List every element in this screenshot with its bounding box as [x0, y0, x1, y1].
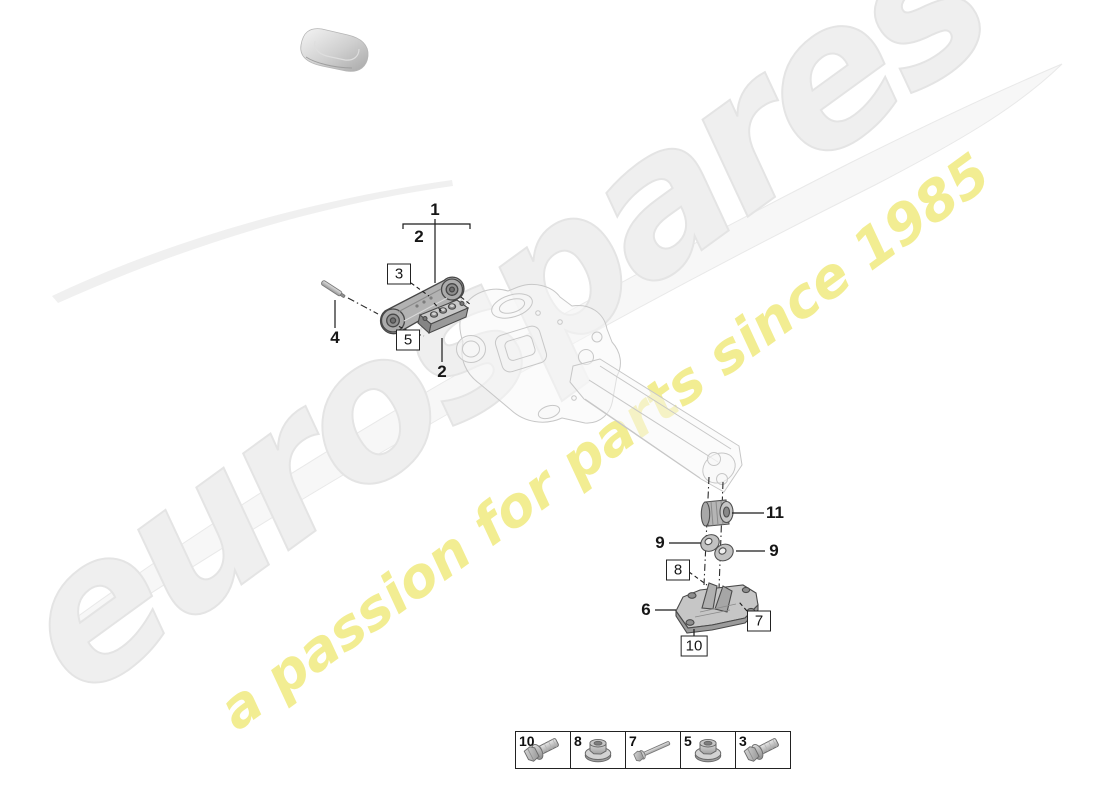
callout-10[interactable]: 10 [680, 635, 708, 657]
gearbox-crossmember [675, 582, 759, 634]
callout-5[interactable]: 5 [396, 329, 420, 351]
legend-item-10: 10 [516, 732, 571, 768]
legend-number: 3 [739, 733, 747, 749]
legend-item-7: 7 [626, 732, 681, 768]
legend-number: 5 [684, 733, 692, 749]
callout-7[interactable]: 7 [747, 610, 771, 632]
gearbox-ghost-drawing [442, 278, 743, 493]
stop-washers [700, 534, 734, 562]
legend-item-3: 3 [736, 732, 790, 768]
hydro-bushing [700, 499, 734, 527]
legend-number: 10 [519, 733, 535, 749]
callout-4[interactable]: 4 [330, 328, 340, 347]
legend-item-5: 5 [681, 732, 736, 768]
callout-2-upper[interactable]: 2 [414, 227, 424, 246]
callout-6[interactable]: 6 [641, 600, 651, 619]
callout-9-left[interactable]: 9 [655, 533, 665, 552]
gearbox-mount-link-arm [379, 276, 465, 335]
legend-number: 7 [629, 733, 637, 749]
callout-3[interactable]: 3 [387, 263, 411, 285]
dowel-pin [321, 280, 346, 298]
callout-11[interactable]: 11 [766, 503, 784, 522]
callout-2-lower[interactable]: 2 [437, 362, 447, 381]
stud-plate [417, 299, 470, 335]
car-top-silhouette-icon [300, 28, 369, 72]
callout-8[interactable]: 8 [666, 559, 690, 581]
callout-9-right[interactable]: 9 [769, 541, 779, 560]
legend-number: 8 [574, 733, 582, 749]
leader-lines [334, 219, 765, 636]
callout-1[interactable]: 1 [430, 200, 440, 219]
fastener-legend: 10 8 7 5 3 [515, 731, 791, 769]
legend-item-8: 8 [571, 732, 626, 768]
